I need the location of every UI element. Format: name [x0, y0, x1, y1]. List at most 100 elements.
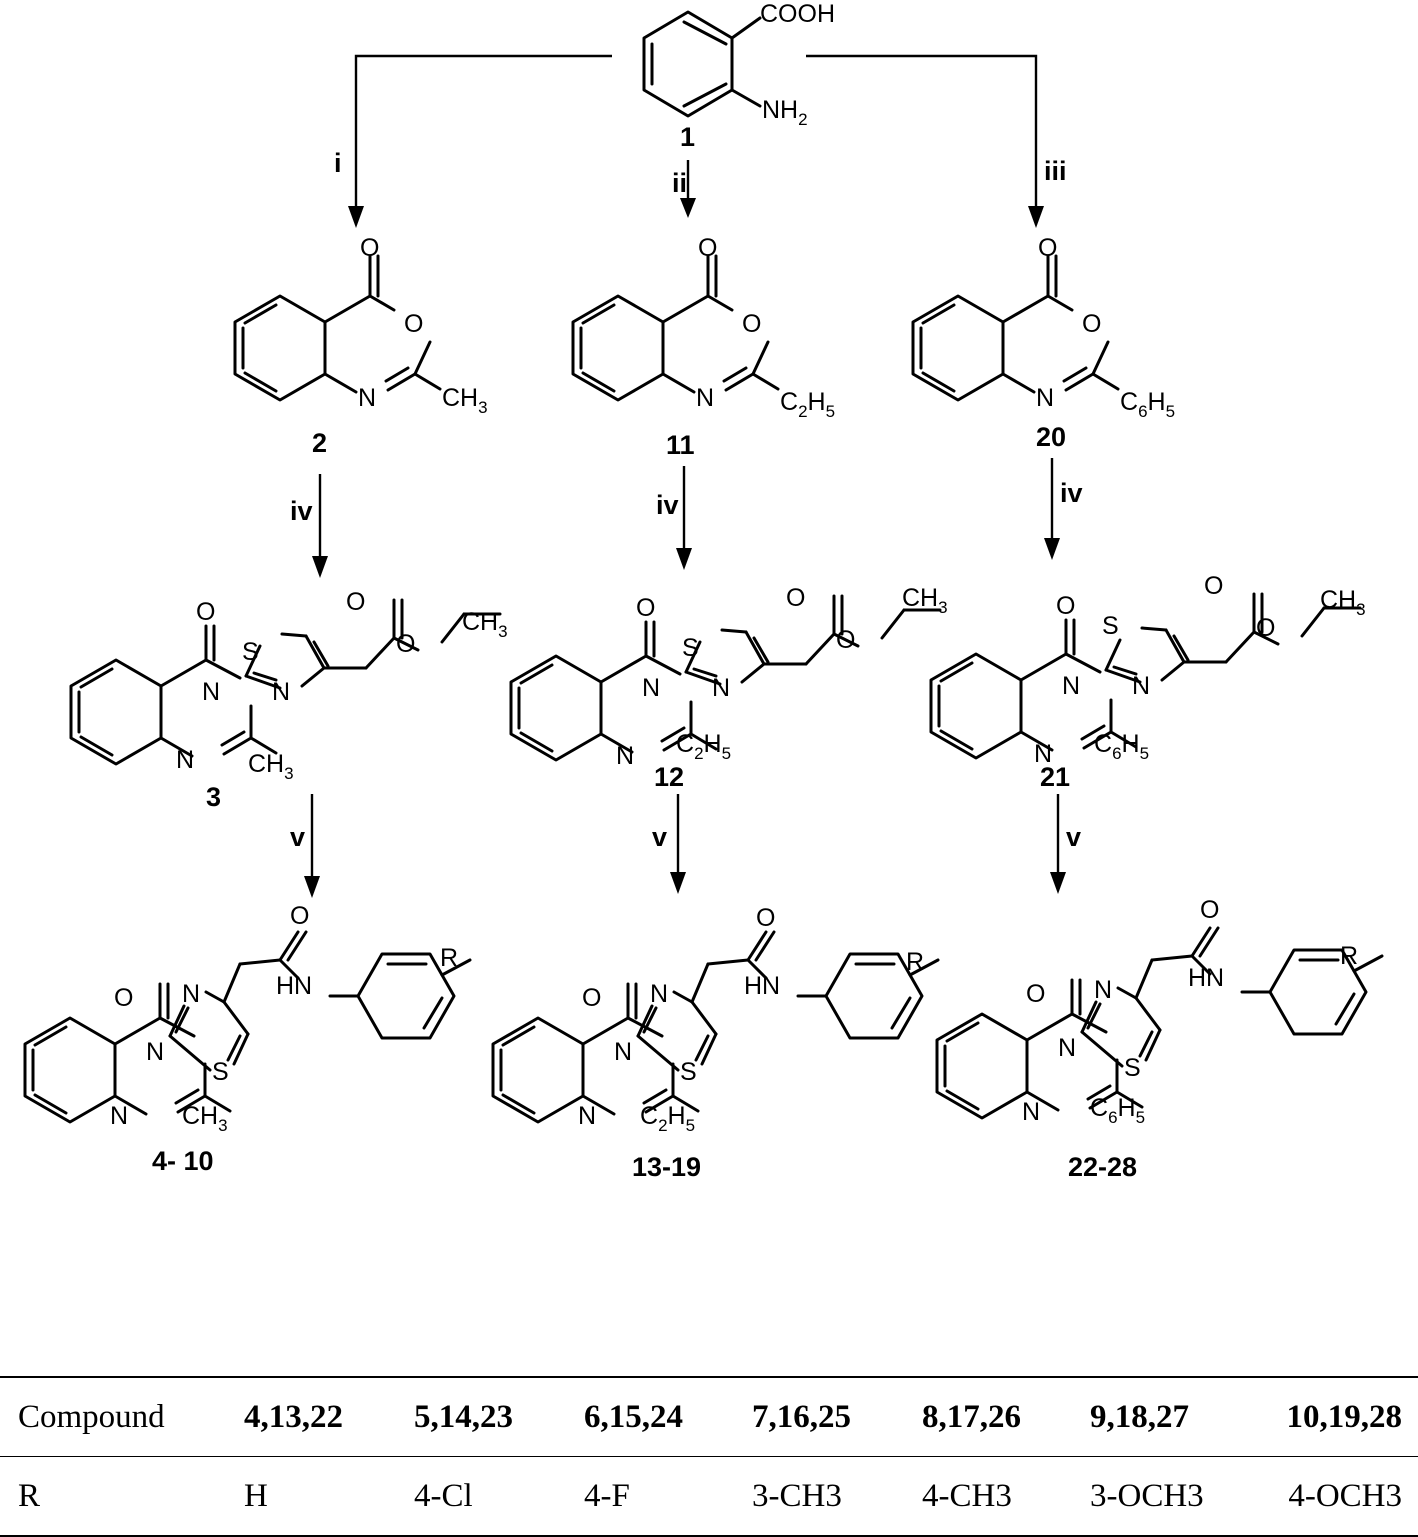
compound-cell: 10,19,28: [1242, 1376, 1418, 1457]
svg-text:N: N: [578, 1102, 596, 1130]
svg-text:N: N: [202, 678, 220, 706]
compound-13-19-structure: O N N N S O HN R C2H5: [493, 904, 940, 1135]
svg-text:O: O: [1038, 234, 1057, 262]
compound-cell: 8,17,26: [922, 1376, 1090, 1457]
compound-label-2: 2: [312, 428, 327, 458]
substituent-table: Compound 4,13,22 5,14,23 6,15,24 7,16,25…: [0, 1376, 1418, 1537]
svg-text:C6H5: C6H5: [1094, 730, 1149, 763]
svg-text:O: O: [636, 594, 655, 622]
compound-label-12: 12: [654, 762, 684, 792]
svg-text:N: N: [650, 980, 668, 1008]
reagent-label-v-1: v: [290, 822, 305, 852]
substituent-cell: 4-Cl: [414, 1456, 584, 1537]
compound-21-structure: O N N S N O O CH3 C6H5: [931, 572, 1366, 768]
synthesis-scheme: COOH NH2 1 i ii iii iv iv iv v v v O O N…: [0, 0, 1384, 1182]
svg-text:NH2: NH2: [762, 96, 808, 129]
svg-text:C6H5: C6H5: [1120, 388, 1175, 421]
compound-11-structure: O O N C2H5: [573, 234, 835, 421]
svg-text:O: O: [1082, 310, 1101, 338]
compound-row: Compound 4,13,22 5,14,23 6,15,24 7,16,25…: [0, 1376, 1418, 1457]
svg-text:C2H5: C2H5: [676, 730, 731, 763]
reagent-label-i: i: [334, 148, 342, 178]
svg-text:HN: HN: [1188, 964, 1224, 992]
svg-text:CH3: CH3: [902, 584, 948, 617]
compound-cell: 6,15,24: [584, 1376, 752, 1457]
compound-2-structure: O O N CH3: [235, 234, 488, 417]
compound-label-1: 1: [680, 122, 695, 152]
svg-text:R: R: [440, 944, 458, 972]
compound-cell: 9,18,27: [1090, 1376, 1243, 1457]
svg-text:S: S: [682, 634, 699, 662]
svg-text:C2H5: C2H5: [780, 388, 835, 421]
svg-text:C6H5: C6H5: [1090, 1094, 1145, 1127]
svg-text:CH3: CH3: [182, 1102, 228, 1135]
reagent-label-iii: iii: [1044, 156, 1067, 186]
svg-text:N: N: [696, 384, 714, 412]
svg-text:R: R: [906, 948, 924, 976]
svg-text:O: O: [836, 626, 855, 654]
compound-cell: 5,14,23: [414, 1376, 584, 1457]
svg-text:O: O: [742, 310, 761, 338]
svg-text:O: O: [698, 234, 717, 262]
substituent-cell: 3-OCH3: [1090, 1456, 1243, 1537]
svg-text:O: O: [360, 234, 379, 262]
substituent-cell: 4-CH3: [922, 1456, 1090, 1537]
svg-text:O: O: [1200, 896, 1219, 924]
substituent-row: R H 4-Cl 4-F 3-CH3 4-CH3 3-OCH3 4-OCH3: [0, 1456, 1418, 1537]
svg-text:N: N: [1036, 384, 1054, 412]
svg-text:HN: HN: [276, 972, 312, 1000]
svg-text:O: O: [756, 904, 775, 932]
svg-text:N: N: [614, 1038, 632, 1066]
reagent-label-v-3: v: [1066, 822, 1081, 852]
svg-text:S: S: [1102, 612, 1119, 640]
compound-label-20: 20: [1036, 422, 1066, 452]
compound-label-3: 3: [206, 782, 221, 812]
svg-text:N: N: [1132, 672, 1150, 700]
substituent-cell: 3-CH3: [752, 1456, 922, 1537]
svg-text:N: N: [176, 746, 194, 774]
svg-text:N: N: [272, 678, 290, 706]
compound-4-10-structure: O N N N S O HN R CH3: [25, 902, 472, 1135]
svg-text:N: N: [110, 1102, 128, 1130]
compound-label-11: 11: [666, 430, 695, 460]
svg-text:R: R: [1340, 942, 1358, 970]
substituent-cell: 4-F: [584, 1456, 752, 1537]
svg-text:O: O: [1204, 572, 1223, 600]
compound-label-21: 21: [1040, 762, 1070, 792]
svg-text:N: N: [358, 384, 376, 412]
svg-text:N: N: [1094, 976, 1112, 1004]
svg-text:CH3: CH3: [1320, 586, 1366, 619]
substituent-cell: 4-OCH3: [1242, 1456, 1418, 1537]
reagent-label-iv-1: iv: [290, 496, 313, 526]
compound-cell: 4,13,22: [244, 1376, 414, 1457]
svg-text:O: O: [1026, 980, 1045, 1008]
svg-text:O: O: [1056, 592, 1075, 620]
svg-text:S: S: [1124, 1054, 1141, 1082]
svg-text:CH3: CH3: [248, 750, 294, 783]
svg-text:CH3: CH3: [462, 608, 508, 641]
svg-text:O: O: [196, 598, 215, 626]
reagent-label-ii: ii: [672, 168, 687, 198]
cooh-group: COOH: [760, 0, 835, 28]
svg-text:N: N: [1022, 1098, 1040, 1126]
svg-text:O: O: [396, 630, 415, 658]
svg-text:O: O: [290, 902, 309, 930]
svg-text:N: N: [182, 980, 200, 1008]
svg-text:N: N: [616, 742, 634, 770]
svg-text:N: N: [642, 674, 660, 702]
svg-text:O: O: [786, 584, 805, 612]
svg-text:N: N: [1034, 740, 1052, 768]
svg-text:N: N: [1058, 1034, 1076, 1062]
svg-text:C2H5: C2H5: [640, 1102, 695, 1135]
reagent-label-iv-3: iv: [1060, 478, 1083, 508]
compound-12-structure: O N N S N O O CH3 C2H5: [511, 584, 948, 770]
svg-text:S: S: [680, 1058, 697, 1086]
compound-label-22-28: 22-28: [1068, 1152, 1137, 1182]
svg-text:O: O: [582, 984, 601, 1012]
svg-text:S: S: [212, 1058, 229, 1086]
substituent-cell: H: [244, 1456, 414, 1537]
compound-1-structure: COOH NH2: [642, 0, 835, 129]
svg-text:N: N: [712, 674, 730, 702]
compound-cell: 7,16,25: [752, 1376, 922, 1457]
svg-text:O: O: [404, 310, 423, 338]
